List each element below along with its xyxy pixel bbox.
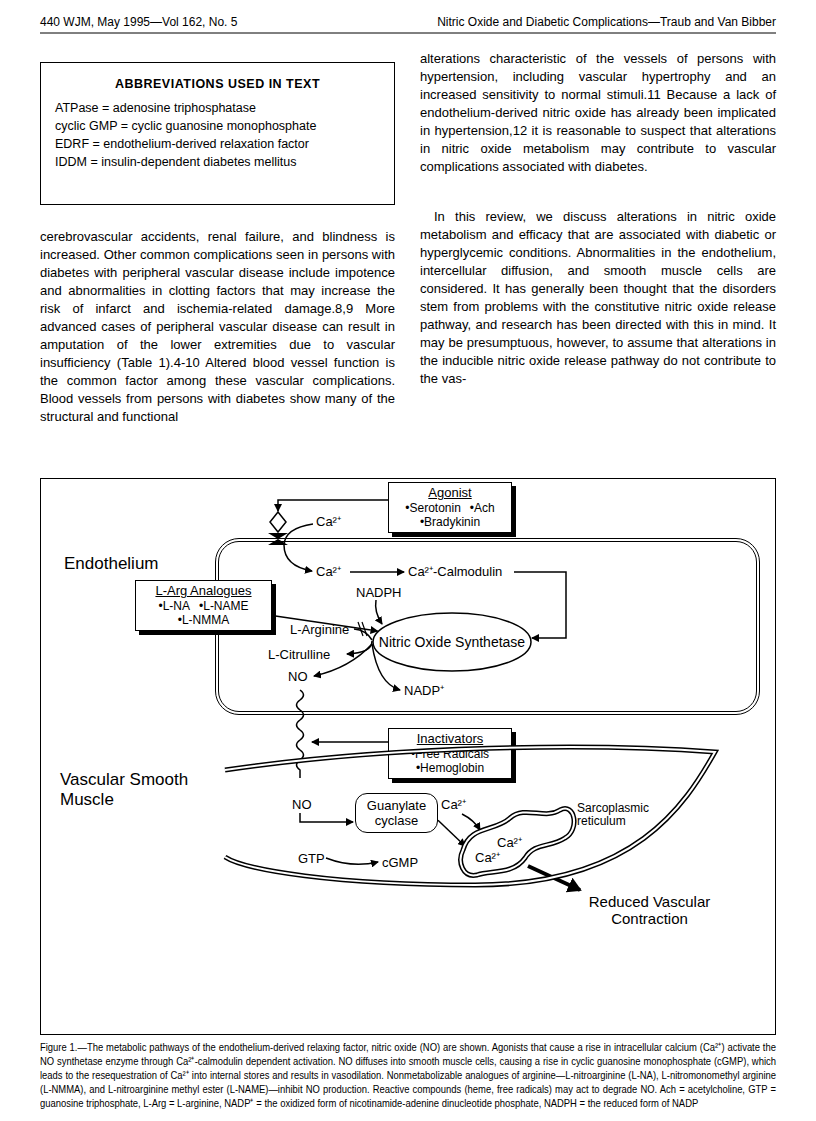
enzyme-box: Guanylate cyclase: [355, 793, 438, 833]
cell-outline: [225, 747, 715, 885]
node-text: •Serotonin: [405, 501, 461, 515]
pathway-label: NO: [288, 669, 308, 684]
enzyme-ellipse: Nitric Oxide Synthetase: [372, 612, 532, 672]
node-text: •L-NA: [158, 599, 190, 613]
abbreviations-box: ABBREVIATIONS USED IN TEXT ATPase = adeno…: [40, 62, 395, 205]
pathway-lines: [326, 858, 378, 864]
pathway-lines: [284, 524, 313, 571]
figure-caption: Figure 1.—The metabolic pathways of the …: [40, 1040, 776, 1110]
cell-outline: [215, 745, 720, 890]
pathway-label: Ca²⁺: [497, 835, 522, 850]
pathway-lines: [350, 571, 404, 573]
pathway-lines: [40, 33, 776, 34]
node-text: •Ach: [470, 501, 495, 515]
pathway-label: L-Arginine: [290, 622, 349, 637]
reticulum-shape: Sarcoplasmic reticulum: [455, 800, 655, 882]
reticulum-outline: [461, 809, 574, 876]
node-text: •Hemoglobin: [416, 761, 484, 775]
node-text: Sarcoplasmic reticulum: [577, 802, 653, 828]
pathway-lines: [297, 690, 304, 778]
node-text: L-Arg Analogues: [141, 584, 266, 598]
pathway-label: NADP⁺: [404, 683, 444, 698]
pathway-label: Ca²⁺: [441, 797, 466, 812]
pathway-label: cGMP: [382, 855, 418, 870]
node-text: •L-NMMA: [178, 613, 230, 627]
node-text: Inactivators: [394, 732, 506, 746]
pathway-label: Ca²⁺-Calmodulin: [408, 564, 502, 579]
running-head: 440 WJM, May 1995—Vol 162, No. 5: [40, 15, 237, 30]
node-text: Guanylate cyclase: [360, 798, 433, 828]
cell-outline: [225, 747, 715, 885]
body-text: alterations characteristic of the vessel…: [420, 50, 776, 176]
node-text: Nitric Oxide Synthetase: [379, 634, 525, 650]
pathway-lines: [376, 600, 382, 624]
pathway-label: Ca²⁺: [316, 514, 341, 529]
pathway-lines: [312, 741, 388, 743]
reticulum-outline: [461, 809, 574, 876]
smooth-muscle-cell: Vascular Smooth MuscleGuanylate cyclaseS…: [215, 745, 720, 890]
pathway-label: Reduced Vascular Contraction: [582, 893, 717, 927]
pathway-lines: [278, 500, 388, 511]
body-text: In this review, we discuss alterations i…: [420, 208, 776, 388]
pathway-label: Ca²⁺: [475, 850, 500, 865]
pathway-lines: [300, 813, 353, 822]
receptor-diamond: [270, 512, 286, 532]
running-head: Nitric Oxide and Diabetic Complications—…: [437, 15, 776, 30]
enzyme-ellipse-outline: [373, 613, 531, 671]
pathway-label: L-Citrulline: [268, 647, 330, 662]
node-text: EDRF = endothelium-derived relaxation fa…: [55, 135, 380, 153]
node-text: cyclic GMP = cyclic guanosine monophosph…: [55, 117, 380, 135]
node-text: •L-NAME: [199, 599, 249, 613]
inhibitor-box: L-Arg Analogues•L-NA •L-NAME•L-NMMA: [135, 580, 272, 631]
pathway-label: NO: [292, 797, 312, 812]
pathway-lines: [462, 814, 480, 830]
node-text: ABBREVIATIONS USED IN TEXT: [55, 75, 380, 93]
body-text: cerebrovascular accidents, renal failure…: [40, 228, 395, 426]
pathway-label: NADPH: [356, 585, 402, 600]
pathway-lines: [41, 479, 776, 1035]
pathway-arrow: [438, 820, 465, 846]
region-label: Endothelium: [64, 554, 209, 574]
pathway-lines: [40, 33, 776, 1035]
pathway-label: Ca²⁺: [316, 564, 341, 579]
node-text: ATPase = adenosine triphosphatase: [55, 99, 380, 117]
agonist-box: Agonist•Serotonin •Ach•Bradykinin: [388, 482, 512, 533]
node-text: IDDM = insulin-dependent diabetes mellit…: [55, 153, 380, 171]
pathway-label: GTP: [298, 851, 325, 866]
node-text: Agonist: [394, 486, 506, 500]
region-label: Vascular Smooth Muscle: [60, 770, 205, 810]
node-text: •Bradykinin: [420, 515, 480, 529]
